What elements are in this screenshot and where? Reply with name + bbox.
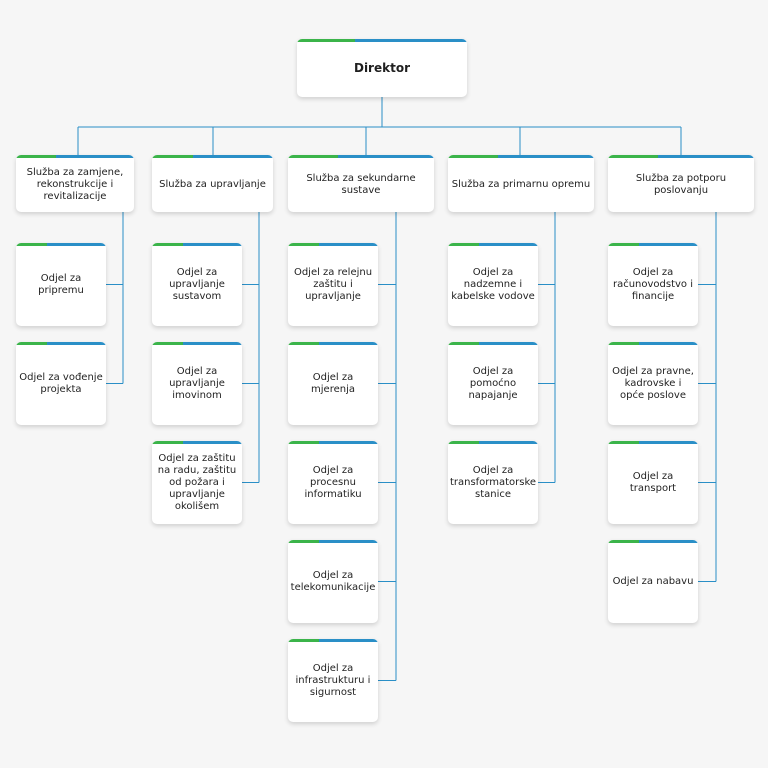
department-box-3-5-label: Odjel za infrastrukturu i sigurnost [295,662,371,698]
service-box-1-label: Služba za zamjene, rekonstrukcije i revi… [26,166,124,202]
department-box-5-3-label: Odjel za transport [629,470,677,494]
service-box-5: Služba za potporu poslovanju [608,155,754,212]
department-box-3-5: Odjel za infrastrukturu i sigurnost [288,639,378,722]
department-box-2-3: Odjel za zaštitu na radu, zaštitu od pož… [152,441,242,524]
service-box-3: Služba za sekundarne sustave [288,155,434,212]
service-box-1: Služba za zamjene, rekonstrukcije i revi… [16,155,134,212]
department-box-2-1: Odjel za upravljanje sustavom [152,243,242,326]
department-box-2-2: Odjel za upravljanje imovinom [152,342,242,425]
department-box-1-2: Odjel za vođenje projekta [16,342,106,425]
department-box-5-2-label: Odjel za pravne, kadrovske i opće poslov… [612,365,694,401]
department-box-3-1: Odjel za relejnu zaštitu i upravljanje [288,243,378,326]
service-box-4-label: Služba za primarnu opremu [451,178,591,190]
department-box-4-3: Odjel za transformatorske stanice [448,441,538,524]
department-box-2-2-label: Odjel za upravljanje imovinom [169,365,225,401]
department-box-1-1-label: Odjel za pripremu [38,272,84,296]
department-box-2-3-label: Odjel za zaštitu na radu, zaštitu od pož… [157,452,237,512]
director-box: Direktor [297,39,467,97]
service-box-3-label: Služba za sekundarne sustave [306,172,416,196]
department-box-3-3-label: Odjel za procesnu informatiku [304,464,362,500]
department-box-3-4: Odjel za telekomunikacije [288,540,378,623]
department-box-4-1: Odjel za nadzemne i kabelske vodove [448,243,538,326]
department-box-4-2-label: Odjel za pomoćno napajanje [468,365,518,401]
department-box-3-4-label: Odjel za telekomunikacije [290,569,376,593]
department-box-5-3: Odjel za transport [608,441,698,524]
department-box-5-1-label: Odjel za računovodstvo i financije [612,266,694,302]
department-box-3-1-label: Odjel za relejnu zaštitu i upravljanje [293,266,373,302]
department-box-3-3: Odjel za procesnu informatiku [288,441,378,524]
service-box-4: Služba za primarnu opremu [448,155,594,212]
department-box-5-4: Odjel za nabavu [608,540,698,623]
service-box-2-label: Služba za upravljanje [159,178,266,190]
service-box-2: Služba za upravljanje [152,155,273,212]
department-box-5-1: Odjel za računovodstvo i financije [608,243,698,326]
department-box-1-1: Odjel za pripremu [16,243,106,326]
service-box-5-label: Služba za potporu poslovanju [635,172,727,196]
department-box-5-2: Odjel za pravne, kadrovske i opće poslov… [608,342,698,425]
department-box-3-2: Odjel za mjerenja [288,342,378,425]
department-box-1-2-label: Odjel za vođenje projekta [19,371,103,395]
department-box-4-2: Odjel za pomoćno napajanje [448,342,538,425]
department-box-4-1-label: Odjel za nadzemne i kabelske vodove [451,266,535,302]
department-box-2-1-label: Odjel za upravljanje sustavom [169,266,225,302]
department-box-3-2-label: Odjel za mjerenja [311,371,355,395]
department-box-4-3-label: Odjel za transformatorske stanice [449,464,537,500]
department-box-5-4-label: Odjel za nabavu [612,575,694,587]
director-label: Direktor [353,61,410,75]
